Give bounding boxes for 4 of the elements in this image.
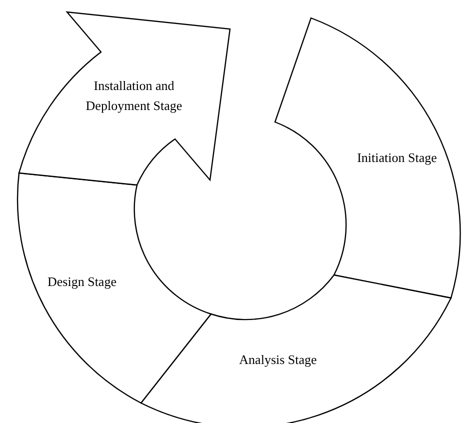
stage-label: Design Stage <box>46 273 118 291</box>
stage-label: Installation and Deployment Stage <box>84 77 184 115</box>
stage-label: Analysis Stage <box>238 351 318 369</box>
stage-label: Initiation Stage <box>356 149 438 167</box>
